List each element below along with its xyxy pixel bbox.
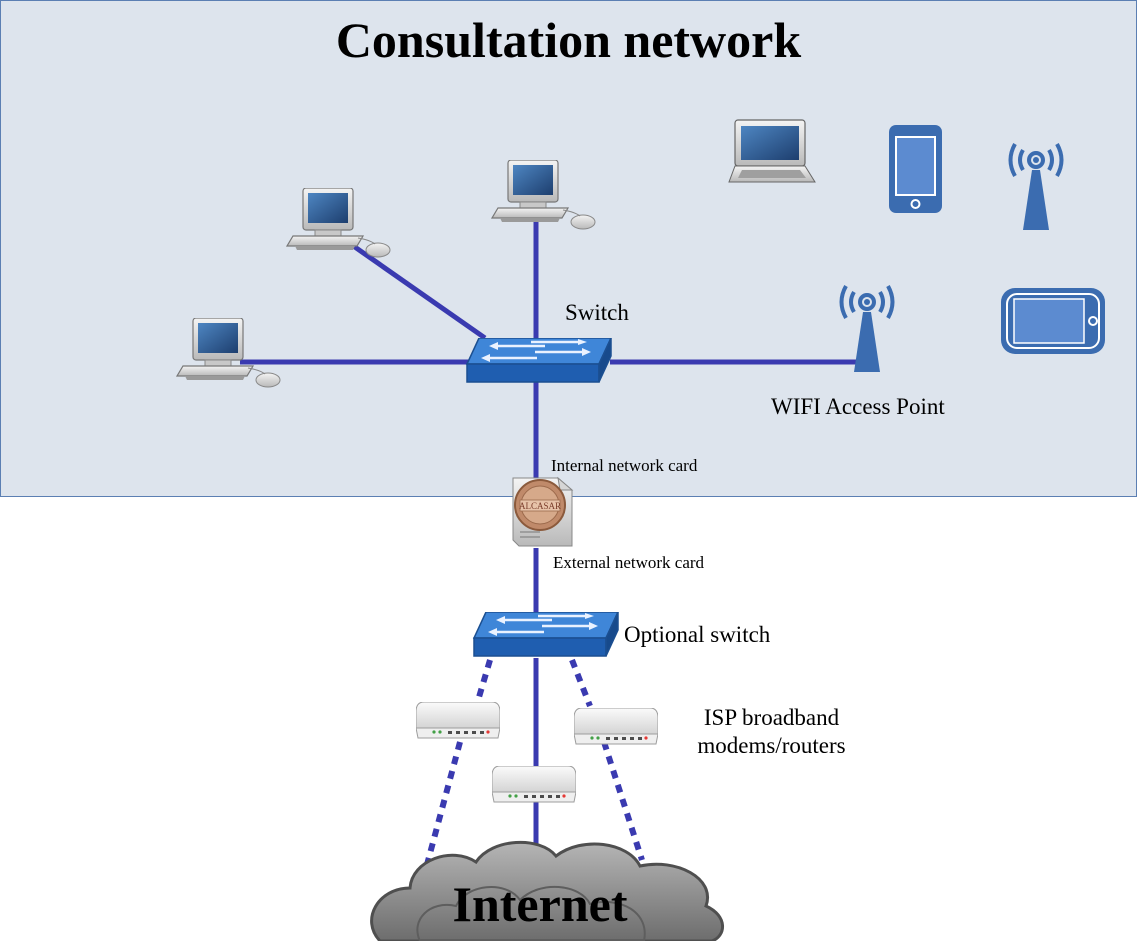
external-network-card-label: External network card [553,553,705,572]
internet-label: Internet [452,876,628,932]
switch-label: Switch [565,300,629,325]
link-pc-middle [350,242,487,341]
wifi-access-point-label: WIFI Access Point [771,394,945,419]
dashed-link-left-bottom [422,741,463,873]
desktop-computer-icon [177,318,280,387]
optional-switch-icon [474,612,618,656]
isp-modems-label: ISP broadband modems/routers [697,705,846,758]
network-links [240,215,858,846]
dashed-link-right-top [569,658,593,708]
consultation-network-panel [0,0,1137,497]
internal-network-card-label: Internal network card [551,456,698,475]
alcasar-server-icon: ALCASAR [512,476,574,547]
wifi-antenna-icon [842,286,893,372]
modem-router-icon [492,766,576,802]
dashed-link-right-bottom [601,741,645,861]
modem-router-icon [416,702,500,738]
internet-cloud-icon [370,840,724,941]
network-switch-icon [467,338,611,382]
wifi-antenna-icon [1011,144,1062,230]
server-badge-text: ALCASAR [519,501,561,511]
desktop-computer-icon [287,188,390,257]
desktop-computer-icon [492,160,595,229]
laptop-icon [728,119,816,183]
optional-switch-label: Optional switch [624,622,771,647]
smartphone-icon [889,125,942,213]
diagram-title: Consultation network [335,12,802,68]
tablet-icon [1001,288,1105,354]
modem-router-icon [574,708,658,744]
